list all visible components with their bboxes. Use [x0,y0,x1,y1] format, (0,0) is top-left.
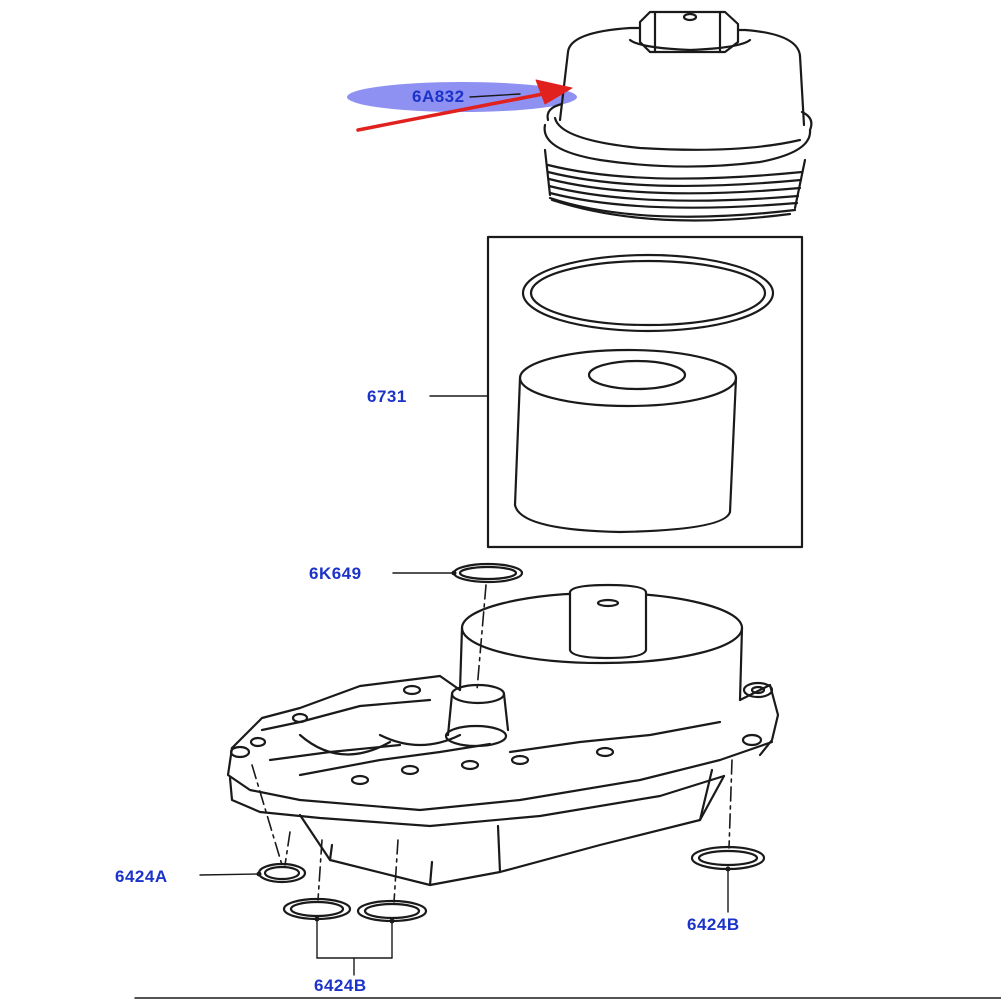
filter-o-ring [521,253,775,333]
filter-kit-box [486,235,804,549]
oil-filter-cap [543,10,813,222]
label-part-6a832: 6A832 [412,87,465,106]
leader-end-dots [256,570,731,924]
label-part-6424b-right: 6424B [687,915,740,934]
label-part-6k649: 6K649 [309,564,362,583]
red-pointer-arrow [356,79,573,132]
seal-6k649 [452,562,524,584]
leader-lines [199,93,729,976]
label-part-6731: 6731 [367,387,407,406]
label-part-6424a: 6424A [115,867,168,886]
filter-element [513,348,738,534]
label-part-6424b-bottom: 6424B [314,976,367,995]
seal-6424a [257,862,307,884]
seal-6424b-right [690,845,766,871]
assembly-center-lines [251,584,733,903]
oil-filter-housing [226,583,780,887]
seal-6424b-bottom-right [356,899,428,923]
seal-6424b-bottom-left [282,897,352,921]
